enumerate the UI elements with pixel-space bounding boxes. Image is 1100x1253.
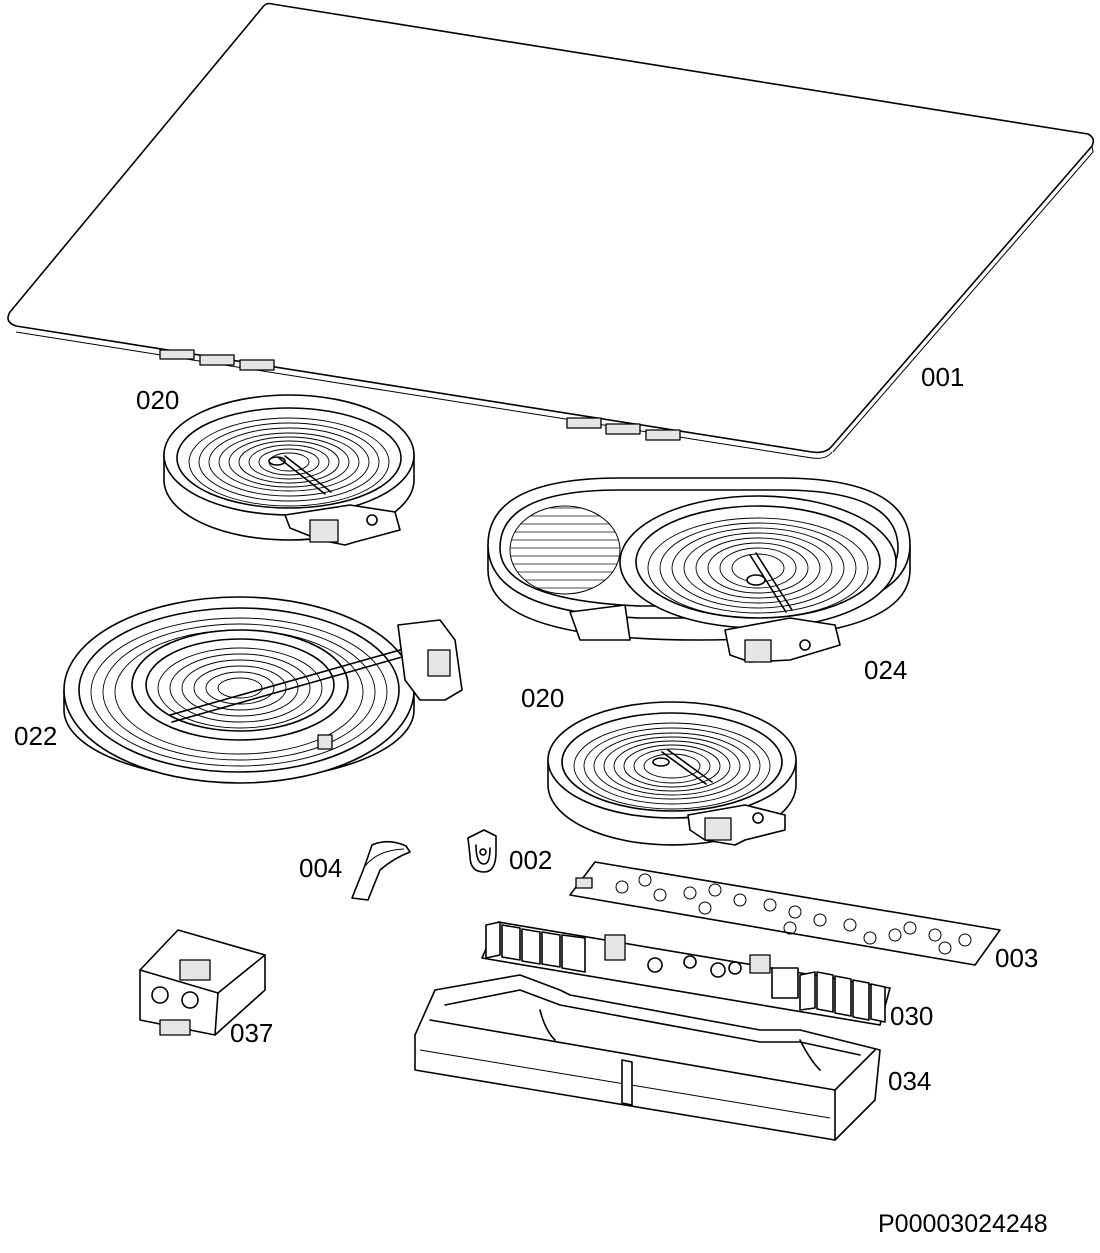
label-glass-top: 001: [921, 362, 965, 392]
board-housing-part: [414, 974, 881, 1141]
glass-top-part: [7, 2, 1095, 459]
label-strap: 004: [299, 853, 343, 883]
terminal-block-part: [139, 929, 266, 1036]
label-heater-small-bottom: 020: [521, 683, 565, 713]
heater-oval-part: [487, 477, 911, 663]
label-heater-large-dual: 022: [14, 721, 58, 751]
strap-part: [351, 840, 411, 901]
heater-large-dual-part: [63, 596, 463, 784]
label-touch-control-board: 003: [995, 943, 1039, 973]
label-heater-oval: 024: [864, 655, 908, 685]
clip-part: [467, 829, 497, 873]
label-power-board: 030: [890, 1001, 934, 1031]
heater-small-bottom-part: [547, 701, 797, 846]
label-clip: 002: [509, 845, 553, 875]
power-board-part: [481, 921, 891, 1026]
heater-small-top-part: [163, 394, 415, 546]
touch-control-board-part: [569, 861, 1001, 966]
label-terminal-block: 037: [230, 1018, 274, 1048]
label-board-housing: 034: [888, 1066, 932, 1096]
label-heater-small-top: 020: [136, 385, 180, 415]
document-id: P00003024248: [878, 1210, 1048, 1238]
